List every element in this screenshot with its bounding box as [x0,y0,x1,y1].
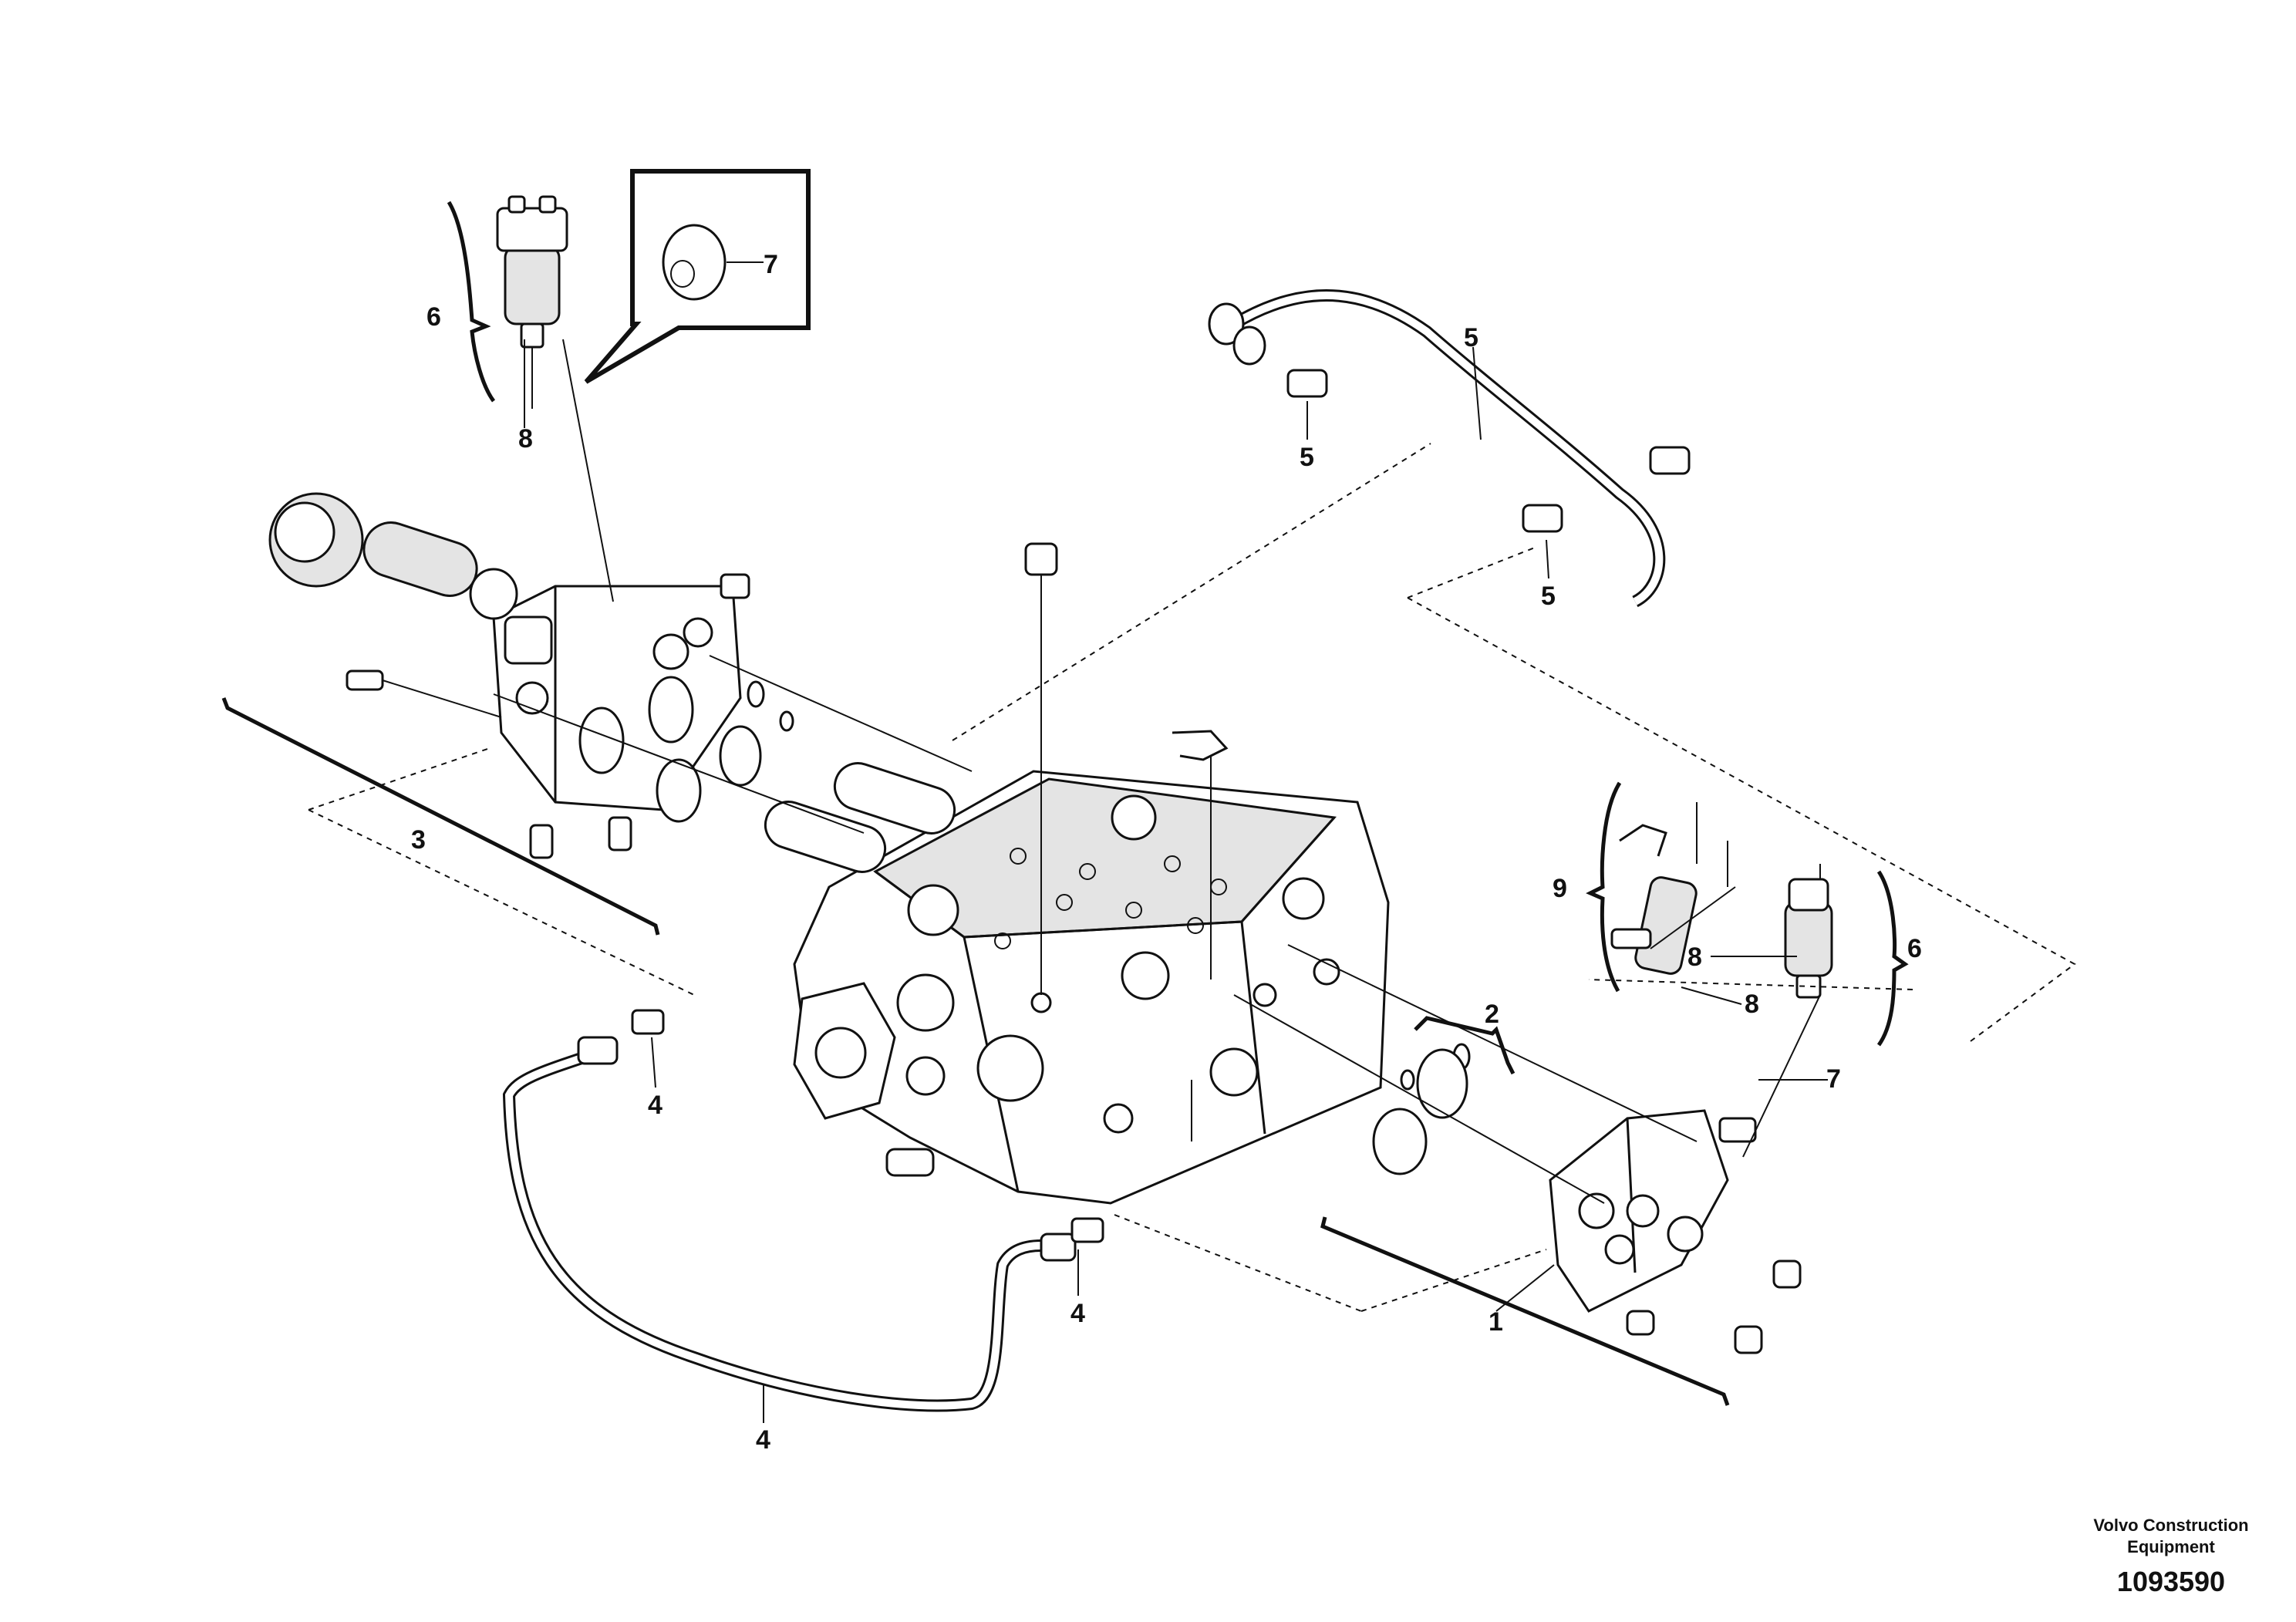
callout-item-5-fitting-upper: 5 [1300,443,1314,472]
callout-item-7-right: 7 [1826,1064,1841,1094]
callout-item-7-inset: 7 [764,250,778,279]
callout-item-4-fitting-left: 4 [648,1091,663,1120]
callout-item-4-fitting-right: 4 [1070,1299,1085,1328]
callout-leaders [524,261,1828,1423]
hose-assembly-upper [1208,289,1691,608]
callout-item-4-hose: 4 [756,1425,770,1455]
callout-item-1: 1 [1489,1307,1503,1337]
bracket-item-2 [1414,1016,1515,1075]
callout-item-2: 2 [1485,1000,1499,1029]
credit-line-2: Equipment [2127,1537,2215,1556]
end-cover-right [1233,944,1802,1354]
dust-boot [764,762,956,873]
bracket-item-6-left [447,201,496,403]
dashed-leader-lines [308,443,2076,1312]
illustration-reference-number: 1093590 [2117,1566,2225,1597]
group-bar-item-3 [221,697,660,936]
callout-item-5-fitting-lower: 5 [1541,582,1556,611]
callout-item-8-right-lower: 8 [1745,990,1759,1019]
solenoid-valve-left [496,195,614,602]
callout-item-6-right: 6 [1907,934,1922,963]
callout-item-5-hose: 5 [1464,323,1478,352]
bracket-item-6-right [1876,870,1909,1047]
group-bar-item-1 [1320,1216,1730,1406]
credit-block: Volvo Construction Equipment 1093590 [2093,1516,2248,1597]
callout-item-3: 3 [411,825,426,855]
callout-labels: 7 6 8 5 5 5 3 4 4 4 9 8 8 6 2 7 1 [411,250,1922,1455]
callout-item-6-left: 6 [426,302,441,332]
solenoid-valve-right [1610,802,1833,1158]
detail-inset-seal [584,169,811,384]
control-valve-body [764,542,1390,1205]
callout-item-8-right-upper: 8 [1687,943,1702,972]
credit-line-1: Volvo Construction [2093,1516,2248,1535]
callout-item-9: 9 [1553,874,1567,903]
hose-assembly-lower [502,1009,1104,1412]
callout-item-8-left: 8 [518,424,533,454]
bracket-item-9 [1586,781,1622,993]
end-cover-left [268,492,973,859]
